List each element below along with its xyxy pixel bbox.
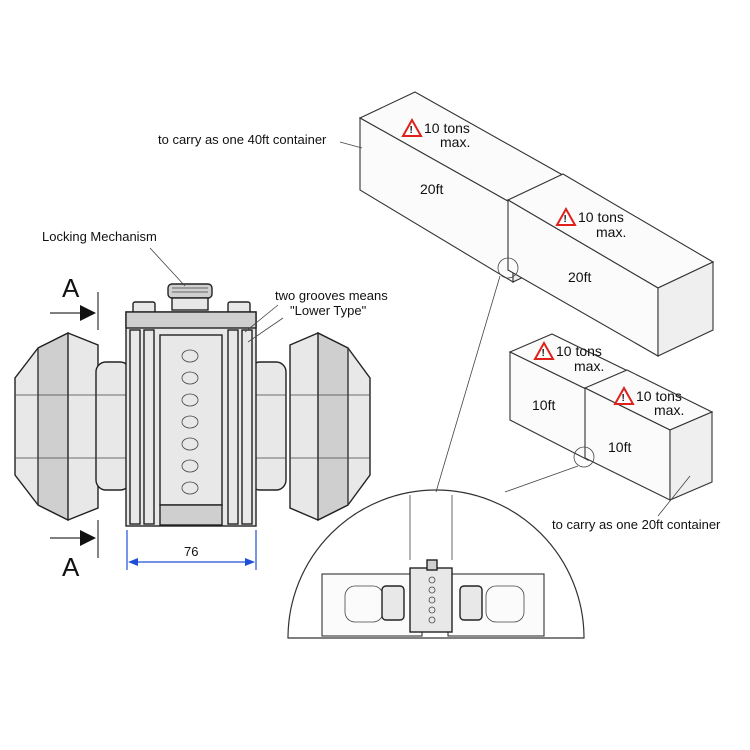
right-hex-nut xyxy=(289,331,371,522)
warning-glyph: ! xyxy=(564,214,567,225)
container-c-size: 10ft xyxy=(532,397,555,413)
grooves-callout: two grooves means "Lower Type" xyxy=(244,288,388,343)
container-20ft-b xyxy=(506,173,715,357)
locking-mechanism-label: Locking Mechanism xyxy=(42,229,157,244)
warning-c-line2: max. xyxy=(574,358,604,374)
container-pair-20ft: 10ft 10ft ! 10 tons max. ! 10 tons max. … xyxy=(508,333,721,532)
warning-a: ! 10 tons max. xyxy=(401,117,470,150)
container-d-size: 10ft xyxy=(608,439,631,455)
left-hex-nut xyxy=(14,331,99,522)
warning-d-line2: max. xyxy=(654,402,684,418)
container-b-size: 20ft xyxy=(568,269,591,285)
warning-a-line2: max. xyxy=(440,134,470,150)
arrow-right-icon xyxy=(80,305,96,321)
body-holes xyxy=(181,349,199,495)
section-letter-bottom: A xyxy=(62,552,80,582)
warning-triangle-icon xyxy=(613,385,635,405)
warning-a-line1: 10 tons xyxy=(424,120,470,136)
carry-20ft-label: to carry as one 20ft container xyxy=(552,517,721,532)
locking-mechanism-callout: Locking Mechanism xyxy=(42,229,186,287)
left-collar xyxy=(95,361,131,491)
warning-c: ! 10 tons max. xyxy=(533,340,604,374)
grooves-label-line2: "Lower Type" xyxy=(290,303,367,318)
warning-glyph: ! xyxy=(410,125,413,136)
warning-b-line1: 10 tons xyxy=(578,209,624,225)
locking-knob xyxy=(132,283,251,315)
warning-triangle-icon xyxy=(533,340,555,360)
detail-view xyxy=(287,489,585,639)
central-body xyxy=(125,311,257,527)
warning-c-line1: 10 tons xyxy=(556,343,602,359)
warning-b: ! 10 tons max. xyxy=(555,206,626,240)
container-10ft-b xyxy=(583,369,714,501)
arrow-right-icon xyxy=(80,530,96,546)
right-collar xyxy=(249,361,287,491)
detail-circle-20ft xyxy=(573,446,595,468)
detail-circle-40ft xyxy=(497,257,519,279)
warning-d: ! 10 tons max. xyxy=(613,385,684,418)
section-mark-top: A xyxy=(50,273,99,330)
section-mark-bottom: A xyxy=(50,520,99,582)
container-pair-40ft: 20ft 20ft ! 10 tons max. ! 10 tons max. … xyxy=(158,91,715,357)
locking-device: A A 76 Locking Mechanism two grooves mea… xyxy=(14,229,388,582)
section-letter-top: A xyxy=(62,273,80,303)
warning-d-line1: 10 tons xyxy=(636,388,682,404)
dimension-value: 76 xyxy=(184,544,198,559)
container-a-size: 20ft xyxy=(420,181,443,197)
warning-triangle-icon xyxy=(401,117,423,137)
grooves-label-line1: two grooves means xyxy=(275,288,388,303)
dimension-76: 76 xyxy=(126,530,257,570)
warning-glyph: ! xyxy=(622,393,625,404)
warning-b-line2: max. xyxy=(596,224,626,240)
carry-40ft-label: to carry as one 40ft container xyxy=(158,132,327,147)
warning-triangle-icon xyxy=(555,206,577,226)
warning-glyph: ! xyxy=(542,348,545,359)
